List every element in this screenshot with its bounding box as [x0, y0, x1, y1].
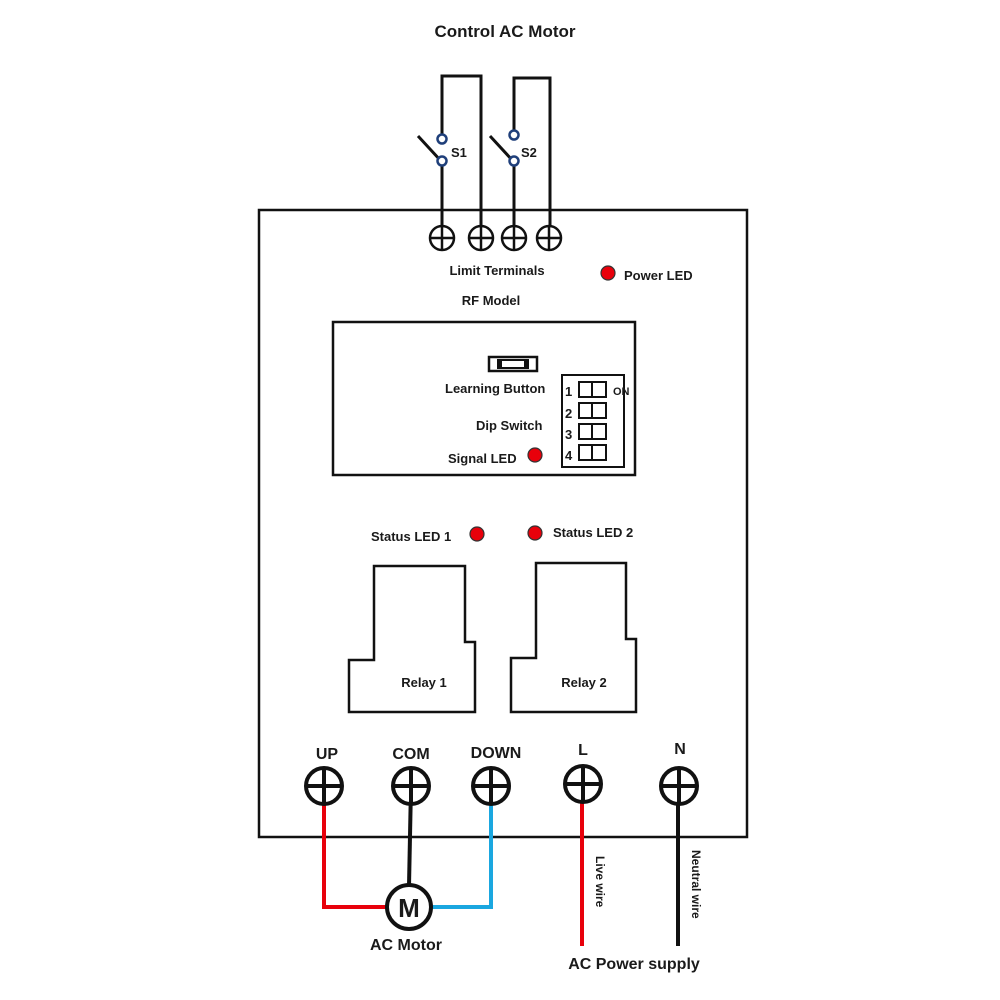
limit-terminals-label: Limit Terminals	[449, 263, 544, 278]
terminal-com-icon	[391, 766, 431, 806]
terminal-up-icon	[304, 766, 344, 806]
limit-switch-wiring	[416, 74, 552, 236]
dip-number-3: 3	[565, 427, 572, 442]
dip-switch	[561, 374, 625, 468]
switch-s1-label: S1	[451, 145, 467, 160]
dip-switch-label: Dip Switch	[476, 418, 543, 433]
dip-number-2: 2	[565, 406, 572, 421]
up-wire	[322, 786, 388, 909]
down-wire	[430, 786, 493, 909]
controller-board	[257, 208, 749, 839]
learning-button-label: Learning Button	[445, 381, 545, 396]
power-led-label: Power LED	[624, 268, 693, 283]
switch-s1-contacts-icon	[436, 133, 448, 167]
motor-label: AC Motor	[370, 937, 442, 954]
dip-number-1: 1	[565, 384, 572, 399]
terminal-l-label: L	[578, 742, 588, 759]
dip-on-label: ON	[613, 386, 630, 398]
limit-terminal-1-icon	[428, 224, 456, 252]
rf-module	[331, 320, 637, 477]
motor-icon	[385, 883, 433, 931]
terminal-l-icon	[563, 764, 603, 804]
relay-2-icon	[509, 561, 638, 714]
terminal-down-label: DOWN	[471, 745, 522, 762]
status-led-2-icon	[527, 525, 543, 541]
relay-1-label: Relay 1	[401, 675, 447, 690]
learning-button-icon	[487, 355, 539, 373]
live-wire-label: Live wire	[593, 856, 607, 908]
relay-2-label: Relay 2	[561, 675, 607, 690]
relay-1-icon	[347, 564, 477, 714]
terminal-n-label: N	[674, 741, 686, 758]
terminal-down-icon	[471, 766, 511, 806]
terminal-com-label: COM	[392, 746, 429, 763]
status-led-2-label: Status LED 2	[553, 525, 633, 540]
status-led-1-icon	[469, 526, 485, 542]
rf-model-label: RF Model	[462, 293, 521, 308]
terminal-n-icon	[659, 766, 699, 806]
motor-symbol: M	[398, 893, 420, 923]
limit-terminal-3-icon	[500, 224, 528, 252]
signal-led-icon	[527, 447, 543, 463]
limit-terminal-4-icon	[535, 224, 563, 252]
power-supply-label: AC Power supply	[568, 956, 700, 973]
diagram-title: Control AC Motor	[434, 22, 575, 41]
switch-s2-contacts-icon	[508, 129, 520, 167]
signal-led-label: Signal LED	[448, 451, 517, 466]
neutral-wire-label: Neutral wire	[689, 850, 703, 919]
limit-terminal-2-icon	[467, 224, 495, 252]
switch-s2-label: S2	[521, 145, 537, 160]
power-led-icon	[600, 265, 616, 281]
terminal-up-label: UP	[316, 746, 339, 763]
status-led-1-label: Status LED 1	[371, 529, 451, 544]
dip-number-4: 4	[565, 448, 573, 463]
